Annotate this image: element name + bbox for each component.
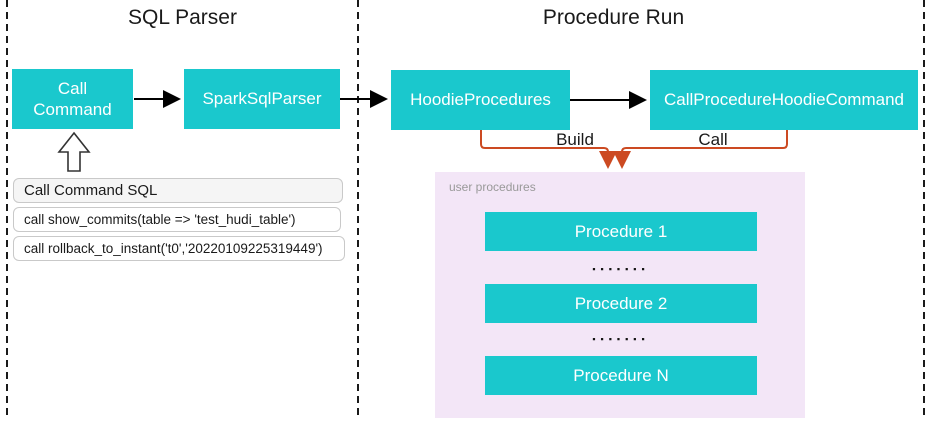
sql-statement-show-commits: call show_commits(table => 'test_hudi_ta… <box>13 207 341 232</box>
node-procedure-2: Procedure 2 <box>485 284 757 323</box>
section-border-left <box>6 0 8 416</box>
section-title-sql-parser: SQL Parser <box>128 6 237 29</box>
node-spark-sql-parser: SparkSqlParser <box>184 69 340 129</box>
node-procedure-1: Procedure 1 <box>485 212 757 251</box>
node-hoodie-procedures: HoodieProcedures <box>391 70 570 130</box>
sql-statement-rollback: call rollback_to_instant('t0','202201092… <box>13 236 345 261</box>
section-title-procedure-run: Procedure Run <box>542 6 685 29</box>
node-call-command: Call Command <box>12 69 133 129</box>
section-border-right <box>923 0 925 416</box>
node-call-procedure-hoodie-command: CallProcedureHoodieCommand <box>650 70 918 130</box>
edge-label-build: Build <box>556 130 594 149</box>
edge-label-call: Call <box>698 130 728 149</box>
ellipsis-dots: ▪▪▪▪▪▪▪ <box>592 264 650 274</box>
section-border-middle <box>357 0 359 416</box>
sql-panel-title: Call Command SQL <box>13 178 343 203</box>
ellipsis-dots: ▪▪▪▪▪▪▪ <box>592 334 650 344</box>
hollow-arrow-sql-to-callcommand <box>57 131 91 172</box>
user-procedures-label: user procedures <box>449 180 536 194</box>
node-procedure-n: Procedure N <box>485 356 757 395</box>
user-procedures-panel: user procedures Procedure 1 ▪▪▪▪▪▪▪ Proc… <box>435 172 805 418</box>
